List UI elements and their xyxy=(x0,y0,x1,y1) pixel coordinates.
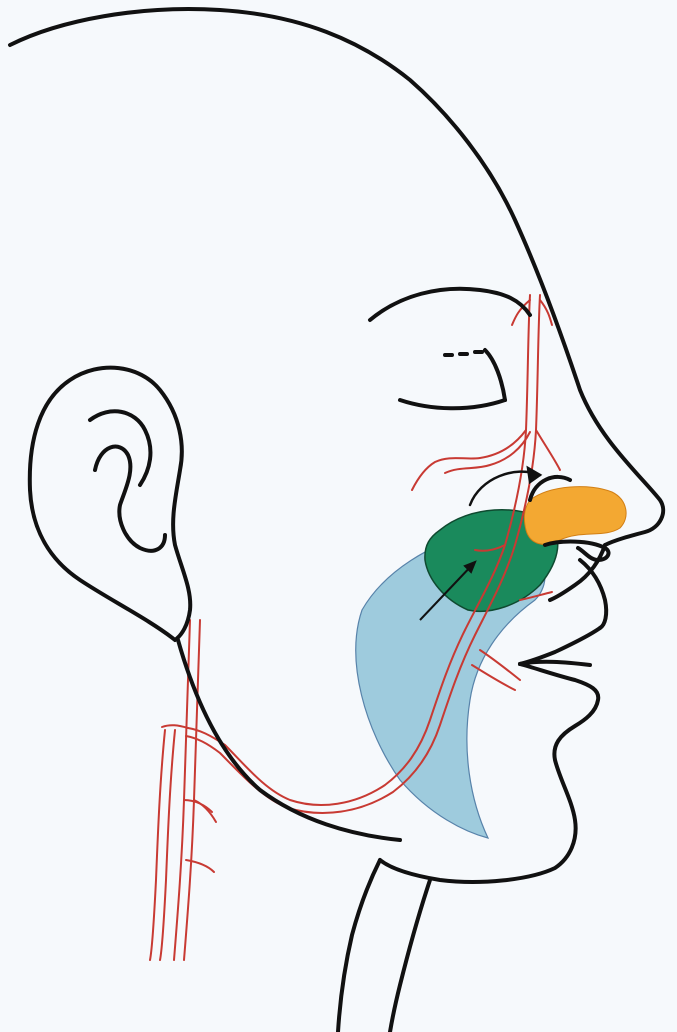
anatomical-illustration xyxy=(0,0,677,1032)
head-profile-diagram xyxy=(0,0,677,1032)
